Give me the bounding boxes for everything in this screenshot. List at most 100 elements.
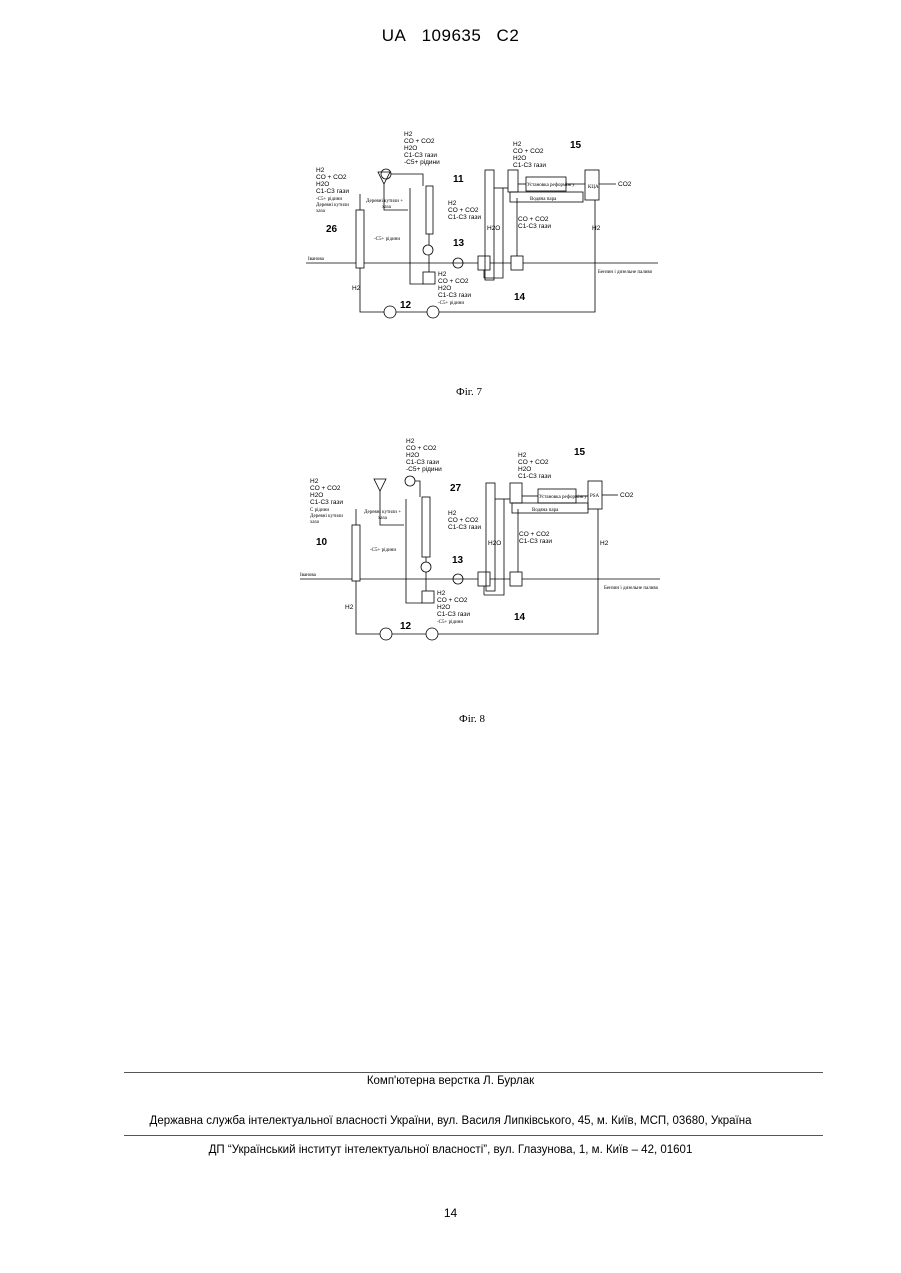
- fig8-h2-right: H2: [600, 540, 609, 547]
- fig7-top-h2o: H2O: [404, 145, 417, 152]
- fig8-bottom-c5: -C5+ рідини: [437, 620, 463, 625]
- unit-13-box: [478, 572, 490, 586]
- figure-8-diagram: H2 CO + CO2 H2O C1-C3 гази -C5+ рідини H…: [290, 433, 670, 645]
- pump-reactor: [421, 562, 431, 572]
- fig8-lowright-co: CO + CO2: [519, 531, 550, 538]
- fig7-right-h2: H2: [513, 141, 522, 148]
- fig7-reformer-label: Установка реформінгу: [527, 183, 575, 188]
- fig7-top-co: CO + CO2: [404, 138, 435, 145]
- fig8-bottom-c1c3: C1-C3 гази: [437, 611, 470, 618]
- fig7-product-label: Бензин і дизельне паливо: [598, 270, 653, 275]
- fig8-num-14: 14: [514, 612, 526, 623]
- fig7-num-13: 13: [453, 238, 465, 249]
- footer-layout-credit: Комп'ютерна верстка Л. Бурлак: [0, 1075, 901, 1087]
- fig7-num-11: 11: [453, 174, 464, 185]
- header-number: 109635: [422, 26, 482, 45]
- unit-14-box: [510, 572, 522, 586]
- fig7-bottom-c1c3: C1-C3 гази: [438, 292, 471, 299]
- fig7-left-wood2: хаза: [316, 209, 326, 214]
- fig7-h2-right: H2: [592, 225, 601, 232]
- fig8-left-h2o: H2O: [310, 492, 323, 499]
- fig7-bottom-h2: H2: [438, 271, 447, 278]
- fig8-lowright-c1c3: C1-C3 гази: [519, 538, 552, 545]
- fig8-top-h2: H2: [406, 438, 415, 445]
- fig8-num-13: 13: [452, 555, 464, 566]
- fig8-right-c1c3: C1-C3 гази: [518, 473, 551, 480]
- pump-reactor: [423, 245, 433, 255]
- fig7-lowright-co: CO + CO2: [518, 216, 549, 223]
- fig7-left-wood: Деревні кутили: [316, 203, 349, 208]
- fig8-h2-left: H2: [345, 604, 354, 611]
- fig8-left-co: CO + CO2: [310, 485, 341, 492]
- fig8-right-co: CO + CO2: [518, 459, 549, 466]
- fig8-top-c5: -C5+ рідини: [406, 465, 442, 473]
- fig7-lowright-c1c3: C1-C3 гази: [518, 223, 551, 230]
- fig8-mid-h2: H2: [448, 510, 457, 517]
- fig8-right-h2: H2: [518, 452, 527, 459]
- fig7-c5-label: -C5+ рідини: [374, 237, 400, 242]
- fig8-c5-label: -C5+ рідини: [370, 548, 396, 553]
- fig7-top-c5: -C5+ рідини: [404, 158, 440, 166]
- reactor-11: [426, 186, 433, 234]
- column-26: [356, 210, 364, 268]
- hopper: [378, 172, 390, 184]
- footer-institute: ДП “Український інститут інтелектуальної…: [0, 1144, 901, 1156]
- figure-7-caption: Фіг. 7: [456, 386, 482, 398]
- fig8-bottom-h2: H2: [437, 590, 446, 597]
- bottom-vessel: [423, 272, 435, 284]
- compressor-12: [384, 306, 396, 318]
- figure-7-diagram: H2 CO + CO2 H2O C1-C3 гази -C5+ рідини H…: [298, 128, 668, 328]
- fig7-left-c1c3: C1-C3 гази: [316, 188, 349, 195]
- header-country: UA: [382, 26, 407, 45]
- fig8-top-c1c3: C1-C3 гази: [406, 459, 439, 466]
- fig7-right-c1c3: C1-C3 гази: [513, 162, 546, 169]
- fig8-num-10: 10: [316, 537, 328, 548]
- fig8-mid-c1c3: C1-C3 гази: [448, 524, 481, 531]
- fig8-top-h2o: H2O: [406, 452, 419, 459]
- fig7-right-co: CO + CO2: [513, 148, 544, 155]
- bottom-vessel: [422, 591, 434, 603]
- fig8-num-12: 12: [400, 621, 412, 632]
- compressor-top: [405, 476, 415, 486]
- fig7-num-26: 26: [326, 224, 338, 235]
- fig7-left-c5: -C5+ рідини: [316, 197, 342, 202]
- fig8-left-wood: Деревні кутили: [310, 514, 343, 519]
- fig7-left-h2: H2: [316, 167, 325, 174]
- unit-13-box: [478, 256, 490, 270]
- fig7-mid-h2: H2: [448, 200, 457, 207]
- header-kind: C2: [497, 26, 520, 45]
- fig8-feed-label: Іванова: [300, 573, 317, 578]
- reformer-vessel: [508, 170, 518, 192]
- fig8-left-h2: H2: [310, 478, 319, 485]
- fig7-h2o-label: H2O: [487, 225, 500, 232]
- fig8-left-wood2: хаза: [310, 520, 320, 525]
- figure-8-caption: Фіг. 8: [459, 713, 485, 725]
- fig7-right-h2o: H2O: [513, 155, 526, 162]
- fig8-left-c5: С рідини: [310, 508, 329, 513]
- fig7-left-co: CO + CO2: [316, 174, 347, 181]
- patent-header: UA 109635 C2: [0, 26, 901, 46]
- fig7-wood-label: Деревні кутили +: [366, 199, 403, 204]
- fig7-num-14: 14: [514, 292, 526, 303]
- unit-14-box: [511, 256, 523, 270]
- fig8-product-label: Бензин і дизельне паливо: [604, 586, 659, 591]
- fig7-mid-co: CO + CO2: [448, 207, 479, 214]
- footer-divider-bottom: [124, 1135, 823, 1136]
- pump-bottom: [427, 306, 439, 318]
- fig8-num-27: 27: [450, 483, 462, 494]
- fig8-left-c1c3: C1-C3 гази: [310, 499, 343, 506]
- fig7-top-c1c3: C1-C3 гази: [404, 152, 437, 159]
- fig8-box-label: PSA: [590, 494, 600, 499]
- fig8-wood-label-2: хаза: [378, 516, 388, 521]
- fig8-steam-label: Водяна пара: [532, 508, 559, 513]
- fig7-num-15: 15: [570, 140, 582, 151]
- fig8-reformer-label: Установка реформінгу: [539, 495, 587, 500]
- reactor-27: [422, 497, 430, 557]
- fig7-num-12: 12: [400, 300, 412, 311]
- footer-agency: Державна служба інтелектуальної власност…: [0, 1115, 901, 1127]
- page-number: 14: [0, 1206, 901, 1220]
- fig7-bottom-co: CO + CO2: [438, 278, 469, 285]
- fig7-left-h2o: H2O: [316, 181, 329, 188]
- fig8-mid-co: CO + CO2: [448, 517, 479, 524]
